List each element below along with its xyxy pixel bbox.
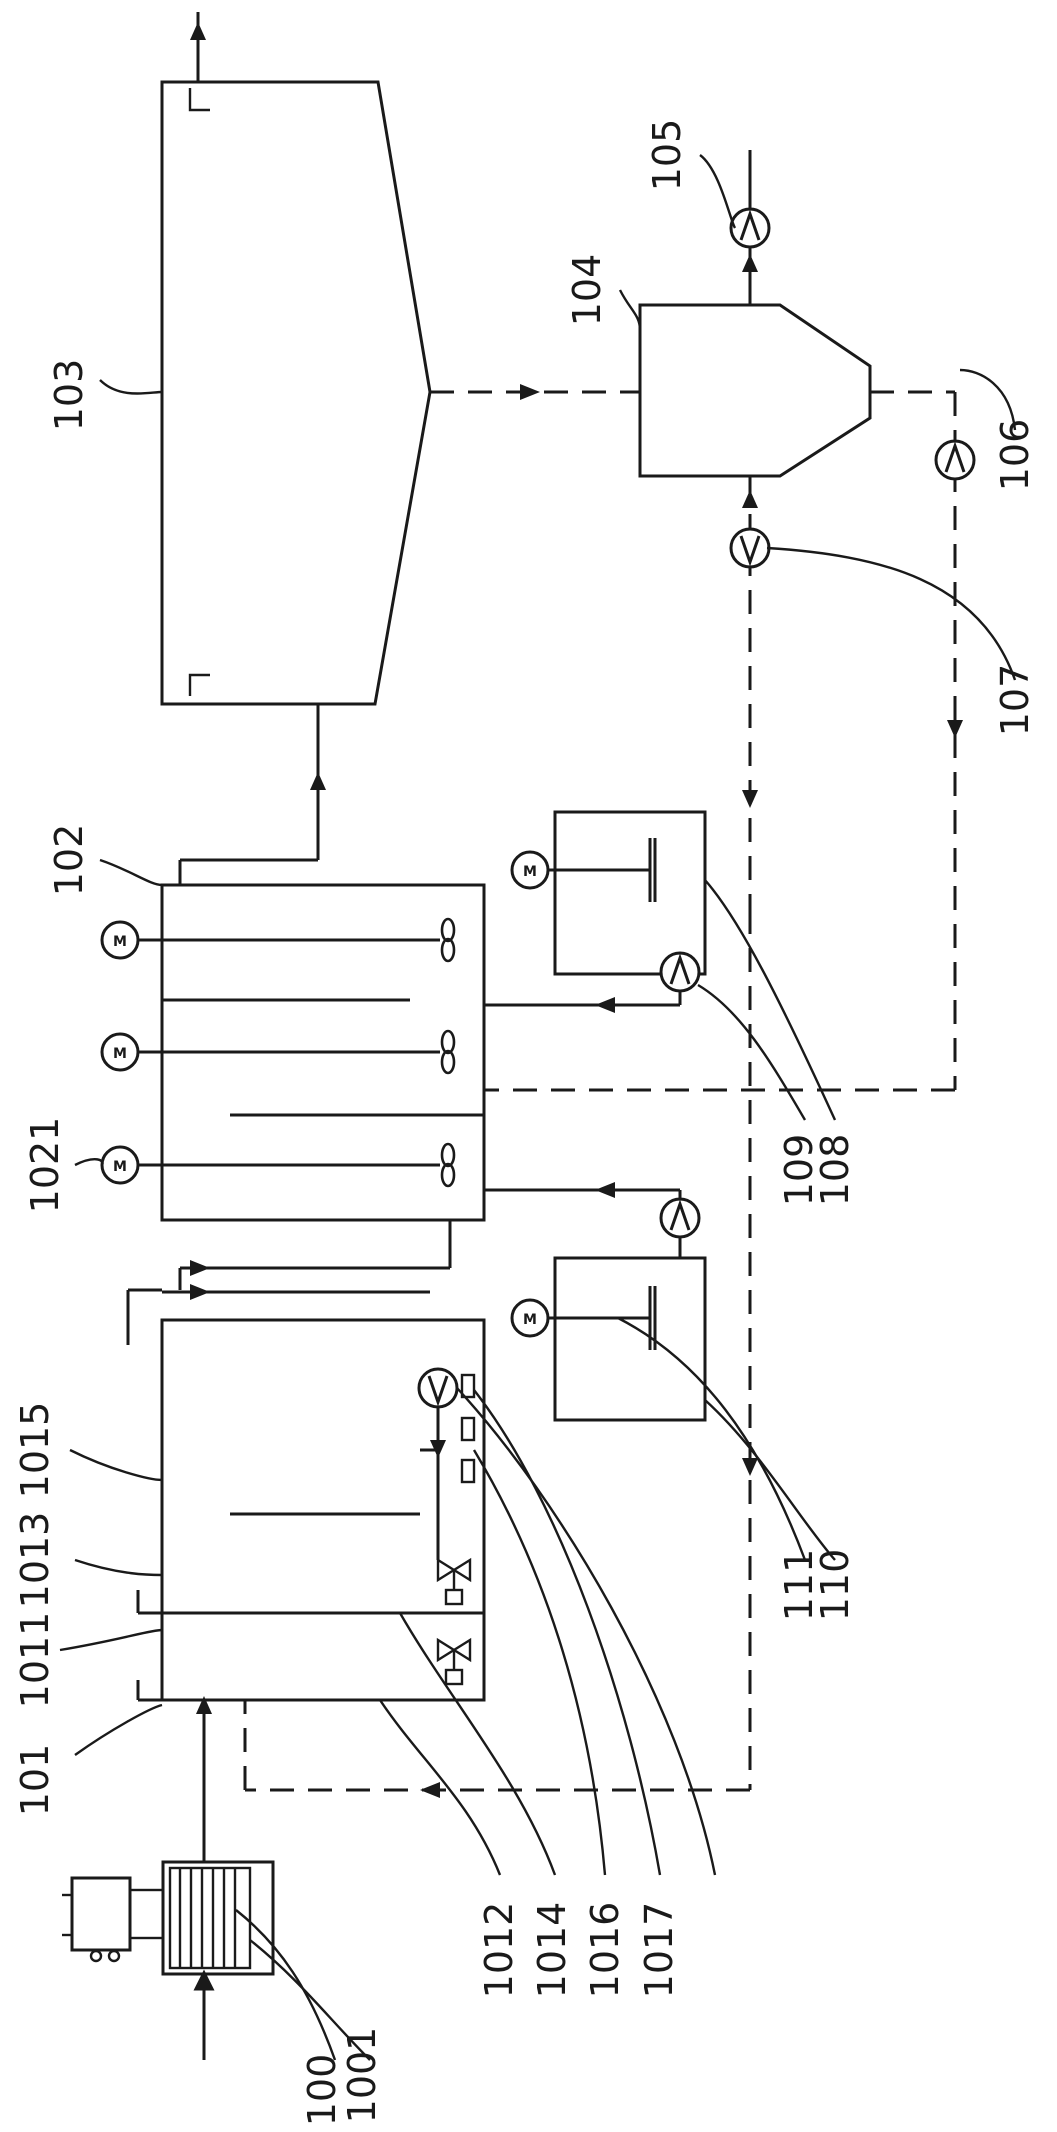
label-1001: 1001 [340, 2027, 384, 2124]
label-105: 105 [645, 119, 689, 192]
label-1013: 1013 [13, 1512, 57, 1609]
label-100: 100 [300, 2054, 344, 2127]
leader-lines [59, 154, 1017, 2061]
tank-101 [126, 1220, 486, 1702]
clarifier-103 [160, 12, 640, 706]
label-1016: 1016 [583, 1902, 627, 1999]
label-107: 107 [993, 664, 1037, 737]
label-1012: 1012 [477, 1902, 521, 1999]
label-101: 101 [13, 1744, 57, 1817]
label-102: 102 [47, 824, 91, 897]
svg-text:M: M [113, 1159, 127, 1175]
labels: 103 104 105 106 107 102 1021 109 108 111… [13, 119, 1037, 2127]
svg-text:M: M [113, 1046, 127, 1062]
label-106: 106 [993, 419, 1037, 492]
svg-text:M: M [523, 1312, 537, 1328]
label-1011: 1011 [13, 1612, 57, 1709]
thickener-104 [484, 150, 976, 1092]
sludge-return-line [243, 910, 758, 1798]
dosing-tank-110: M [484, 1182, 707, 1422]
label-1014: 1014 [530, 1902, 574, 1999]
mixer-3: M [100, 1142, 456, 1188]
label-1017: 1017 [637, 1902, 681, 1999]
svg-text:M: M [523, 864, 537, 880]
label-109: 109 [777, 1134, 821, 1207]
label-1021: 1021 [23, 1117, 67, 1214]
mixer-1: M [100, 917, 456, 963]
label-111: 111 [777, 1549, 821, 1622]
label-104: 104 [565, 254, 609, 327]
mixer-2: M [100, 1029, 456, 1075]
label-103: 103 [47, 359, 91, 432]
svg-text:M: M [113, 934, 127, 950]
label-110: 110 [813, 1549, 857, 1622]
tank-102: M M M [100, 704, 486, 1222]
label-108: 108 [813, 1134, 857, 1207]
unit-100 [62, 1696, 275, 2060]
label-1015: 1015 [13, 1402, 57, 1499]
dosing-tank-108: M [484, 810, 707, 1013]
